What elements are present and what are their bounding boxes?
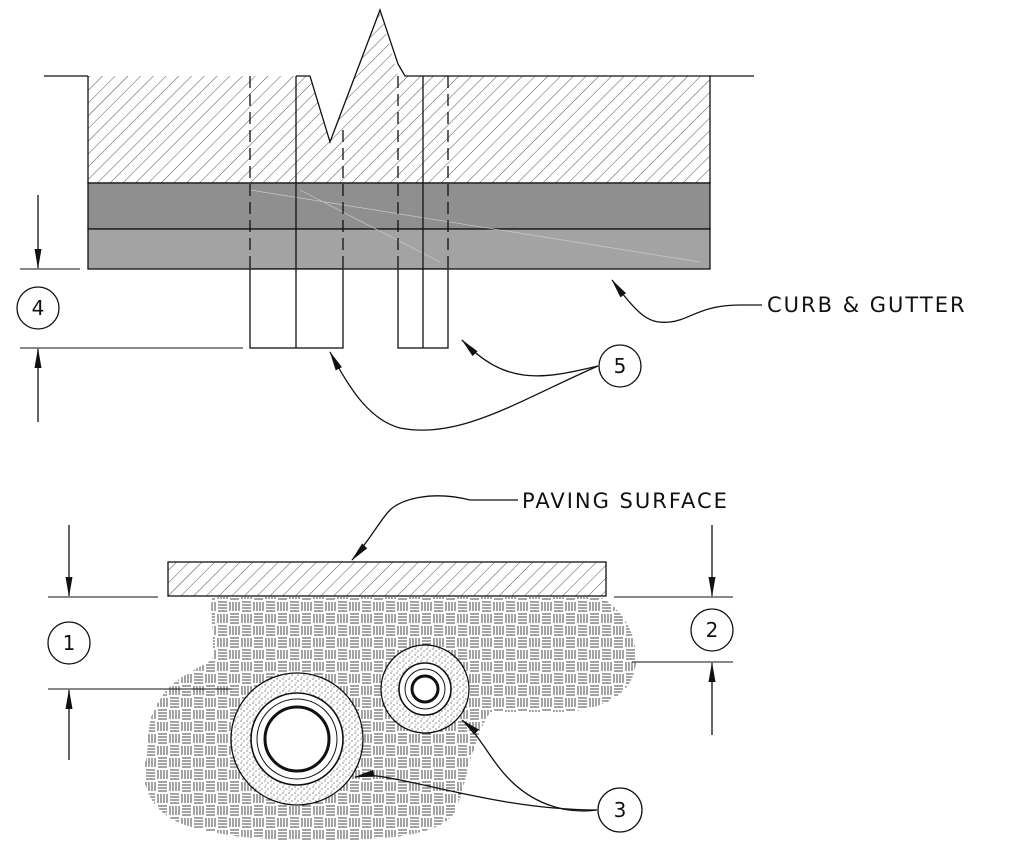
- hatched-block-left: [88, 76, 296, 183]
- curb-layer-upper: [87, 182, 711, 230]
- callout-5-leader-a: [461, 339, 599, 377]
- curb-gutter-label: CURB & GUTTER: [767, 293, 967, 317]
- hatched-block-right: [296, 10, 710, 183]
- paving-section: PAVING SURFACE 1 2 3: [47, 489, 734, 841]
- callout-5-text: 5: [614, 354, 627, 378]
- curb-gutter-section: 4 CURB & GUTTER 5: [16, 8, 967, 431]
- curb-layer-lower: [87, 228, 711, 270]
- reflection-line: [299, 189, 441, 263]
- callout-2: [690, 608, 734, 652]
- callout-2-text: 2: [706, 618, 719, 642]
- callout-3: [597, 787, 643, 833]
- callout-3-text: 3: [614, 798, 627, 822]
- callout-4: [16, 286, 60, 330]
- callout-1: [47, 621, 91, 665]
- callout-3-leader-b: [461, 719, 598, 812]
- callout-5-leader-b: [329, 351, 599, 431]
- callout-3-leader-a: [354, 769, 598, 811]
- callout-4-text: 4: [32, 296, 45, 320]
- reflection-line: [249, 189, 701, 263]
- paving-leader: [351, 495, 518, 561]
- callout-1-text: 1: [63, 631, 76, 655]
- curb-gutter-leader: [611, 279, 762, 323]
- conduit-large-inner: [263, 705, 331, 773]
- paving-surface-label: PAVING SURFACE: [522, 489, 729, 513]
- callout-5: [598, 344, 642, 388]
- paving-slab: [167, 561, 607, 597]
- conduit-small-inner: [410, 674, 440, 704]
- backfill-zone: [144, 597, 636, 841]
